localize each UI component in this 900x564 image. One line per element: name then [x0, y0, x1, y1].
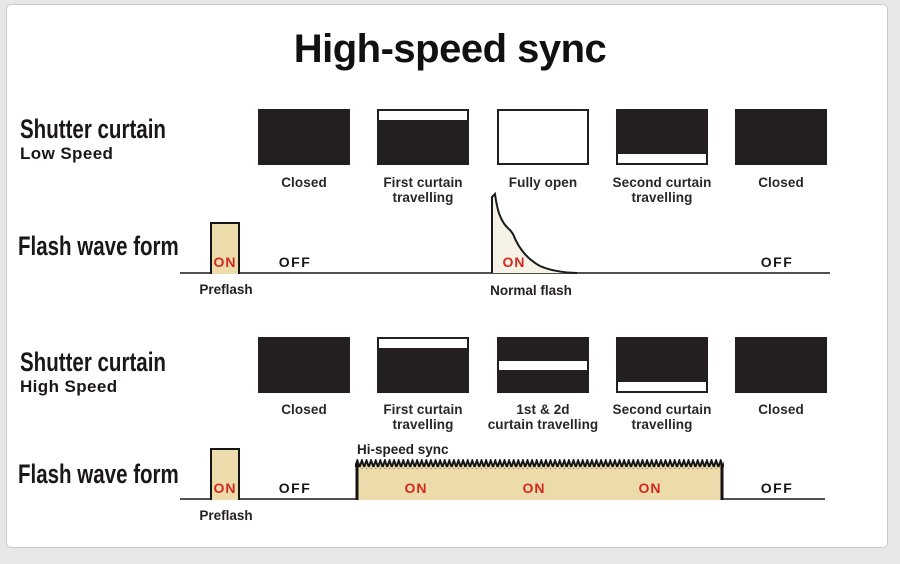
curtain-box-second-curtain: [616, 109, 708, 165]
curtain-box-second-curtain: [616, 337, 708, 393]
stage-label: Closed: [281, 402, 327, 417]
stage-label: First curtain travelling: [383, 175, 463, 205]
off-state-left: OFF: [278, 480, 312, 496]
preflash-pulse: [210, 448, 240, 500]
low-speed-section-header: Shutter curtain Low Speed: [20, 116, 212, 164]
preflash-on-state: ON: [213, 254, 237, 270]
flash-waveform-title: Flash wave form: [18, 459, 179, 489]
stage-label: Closed: [758, 175, 804, 190]
high-speed-section-header: Shutter curtain High Speed: [20, 349, 212, 397]
sync-on-state: ON: [522, 480, 546, 496]
preflash-on-state: ON: [213, 480, 237, 496]
curtain-box-closed: [258, 109, 350, 165]
stage-label: Second curtain travelling: [612, 175, 712, 205]
curtain-box-closed: [258, 337, 350, 393]
section-subtitle: Low Speed: [20, 144, 114, 163]
stage-label: 1st & 2d curtain travelling: [487, 402, 599, 432]
preflash-caption: Preflash: [199, 508, 253, 523]
curtain-box-fully-open: [497, 109, 589, 165]
stage-label: Second curtain travelling: [612, 402, 712, 432]
zigzag-edge: [355, 459, 724, 469]
curtain-box-first-curtain: [377, 109, 469, 165]
sync-on-state: ON: [404, 480, 428, 496]
curtain-box-closed: [735, 109, 827, 165]
hi-speed-sync-caption: Hi-speed sync: [357, 442, 449, 457]
stage-label: Fully open: [508, 175, 578, 190]
page-title: High-speed sync: [293, 27, 607, 71]
stage-label: Closed: [758, 402, 804, 417]
diagram-panel: [6, 4, 888, 548]
hi-speed-sync-block: [355, 459, 724, 500]
curtain-box-slit-travelling: [497, 337, 589, 393]
curtain-box-closed: [735, 337, 827, 393]
preflash-caption: Preflash: [199, 282, 253, 297]
sync-on-state: ON: [638, 480, 662, 496]
section-title: Shutter curtain: [20, 347, 166, 377]
section-title: Shutter curtain: [20, 114, 166, 144]
stage-label: Closed: [281, 175, 327, 190]
flash-waveform-title: Flash wave form: [18, 231, 179, 261]
normal-flash-on-state: ON: [502, 254, 526, 270]
stage-label: First curtain travelling: [383, 402, 463, 432]
section-subtitle: High Speed: [20, 377, 118, 396]
normal-flash-caption: Normal flash: [490, 283, 572, 298]
off-state-right: OFF: [760, 254, 794, 270]
off-state-right: OFF: [760, 480, 794, 496]
curtain-box-first-curtain: [377, 337, 469, 393]
preflash-pulse: [210, 222, 240, 274]
normal-flash-curve: [491, 191, 578, 274]
off-state-left: OFF: [278, 254, 312, 270]
